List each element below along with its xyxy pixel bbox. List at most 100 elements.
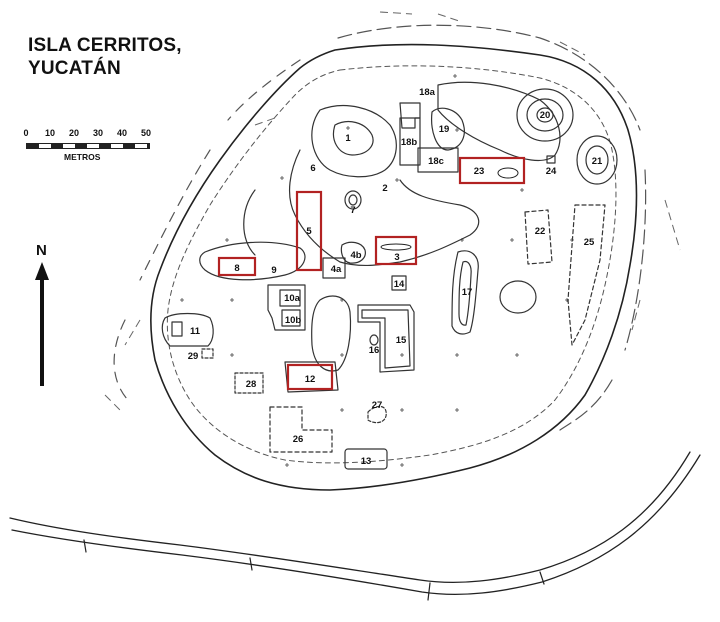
island-outline	[150, 43, 638, 491]
structure-17-outer	[451, 250, 479, 335]
structure-13-outline	[344, 448, 388, 470]
label-structure-24: 24	[546, 166, 557, 177]
scale-tick-20: 20	[68, 128, 80, 138]
central-platform-outline	[311, 295, 352, 372]
label-structure-1: 1	[345, 133, 351, 144]
scale-bar-graphic	[26, 143, 150, 149]
label-structure-10b: 10b	[285, 315, 302, 326]
label-structure-19: 19	[439, 124, 450, 135]
scale-unit-label: METROS	[64, 152, 101, 162]
structure-24-outline	[546, 155, 556, 164]
island-outer-contour-north-east	[337, 24, 647, 431]
structure-21-outer	[576, 135, 618, 185]
label-structure-11: 11	[190, 326, 201, 337]
label-structure-4b: 4b	[350, 250, 361, 261]
structure-4a-outline	[322, 257, 346, 279]
label-structure-2: 2	[382, 183, 387, 194]
structure-18a-outline	[399, 102, 421, 129]
label-structure-21: 21	[592, 156, 603, 167]
label-structure-12: 12	[305, 374, 316, 385]
structure-4b-outline	[340, 241, 366, 264]
structure-14-outline	[391, 275, 407, 291]
label-structure-4a: 4a	[331, 264, 342, 275]
label-structure-17: 17	[462, 287, 473, 298]
north-arrow: N	[30, 242, 54, 390]
structure-21-inner	[585, 145, 609, 175]
structure-18c-outline	[417, 147, 459, 173]
map-title-line-2: YUCATÁN	[28, 58, 121, 79]
scale-tick-0: 0	[23, 128, 29, 138]
north-label: N	[36, 242, 47, 259]
label-structure-9: 9	[271, 265, 276, 276]
label-structure-13: 13	[361, 456, 372, 467]
scale-tick-40: 40	[116, 128, 128, 138]
label-structure-6: 6	[310, 163, 315, 174]
structure-26-outline	[269, 406, 333, 453]
mound-1-contour	[311, 105, 397, 178]
inner-perimeter	[166, 65, 617, 464]
label-structure-23: 23	[474, 166, 485, 177]
east-oval-feature	[499, 280, 537, 314]
breakwater-inner	[11, 454, 701, 596]
structure-22-outline	[524, 209, 553, 265]
plaza-contour-central	[289, 149, 480, 267]
label-structure-7: 7	[350, 205, 355, 216]
structure-27-outline	[367, 405, 387, 424]
label-structure-3: 3	[394, 252, 399, 263]
structure-28-outline	[234, 372, 264, 394]
map-title-line-1: ISLA CERRITOS,	[28, 35, 182, 56]
shoreline-fragments	[104, 11, 681, 411]
structure-7-outer	[344, 190, 362, 210]
label-structure-10a: 10a	[284, 293, 301, 304]
structure-11-outline	[161, 312, 214, 347]
label-structure-18b: 18b	[401, 137, 418, 148]
label-structure-15: 15	[396, 335, 407, 346]
structure-29-outline	[201, 348, 214, 359]
north-arrow-icon	[35, 262, 49, 386]
highlight-structure-5[interactable]	[295, 190, 323, 272]
label-structure-22: 22	[535, 226, 546, 237]
breakwater-segments	[83, 539, 545, 601]
structure-7-inner	[348, 194, 358, 206]
label-structure-18a: 18a	[419, 87, 436, 98]
structure-11-inner	[171, 321, 183, 337]
label-structure-8: 8	[234, 263, 239, 274]
label-structure-16: 16	[369, 345, 380, 356]
structure-10b-outline	[281, 309, 301, 327]
island-outer-contour-west	[113, 59, 301, 401]
mound-1-inner	[332, 121, 374, 156]
structure-3-inner	[380, 243, 412, 251]
highlight-structure-8[interactable]	[217, 256, 257, 277]
label-structure-26: 26	[293, 434, 304, 445]
breakwater-outer	[9, 451, 691, 584]
plaza-contour-west	[199, 241, 306, 281]
structure-25-outline	[567, 204, 606, 346]
label-structure-25: 25	[584, 237, 595, 248]
structure-20-inner	[536, 107, 554, 123]
map-title: ISLA CERRITOS, YUCATÁN	[28, 34, 182, 80]
highlight-structure-12[interactable]	[286, 363, 334, 391]
structure-15-outline	[357, 304, 415, 373]
structure-15-inner	[361, 309, 411, 369]
structure-10a-outline	[279, 289, 301, 307]
label-structure-27: 27	[372, 400, 383, 411]
highlight-structure-3[interactable]	[374, 235, 418, 266]
label-structure-29: 29	[188, 351, 199, 362]
structure-20-outer	[516, 88, 574, 142]
label-structure-14: 14	[394, 279, 405, 290]
scale-bar: 0 10 20 30 40 50 METROS	[20, 128, 160, 168]
label-structure-18c: 18c	[428, 156, 444, 167]
structure-18b-outline	[399, 117, 421, 166]
label-structure-28: 28	[246, 379, 257, 390]
scale-tick-30: 30	[92, 128, 104, 138]
plaza-contour-arc	[243, 189, 256, 256]
structure-23-inner	[497, 167, 519, 179]
survey-markers	[180, 74, 574, 467]
scale-tick-10: 10	[44, 128, 56, 138]
structure-17-inner	[458, 260, 472, 326]
label-structure-5: 5	[306, 226, 312, 237]
structure-10-outline	[267, 284, 306, 331]
highlight-structure-23[interactable]	[458, 156, 526, 185]
scale-tick-50: 50	[140, 128, 152, 138]
